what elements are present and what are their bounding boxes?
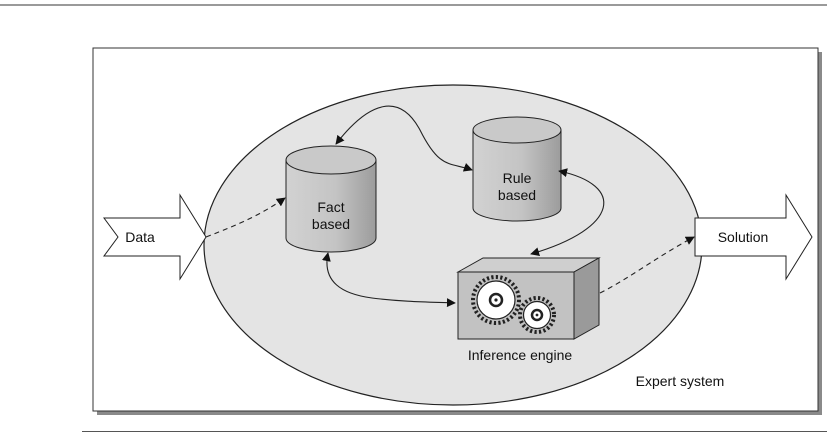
rule-engine-connector (530, 168, 605, 257)
top-rule (0, 4, 827, 6)
data-input-arrow (103, 193, 207, 281)
expert-system-boundary (203, 84, 703, 406)
solution-label: Solution (718, 229, 769, 245)
rule-base-cylinder (472, 116, 562, 222)
solution-output-arrow (694, 193, 813, 281)
engine-to-solution-connector (599, 236, 695, 294)
fact-base-label-line1: Fact (317, 199, 344, 215)
expert-system-label: Expert system (636, 373, 725, 389)
rule-base-label-line1: Rule (503, 170, 532, 186)
data-label: Data (125, 229, 155, 245)
data-to-fact-connector (205, 197, 286, 238)
bottom-rule (82, 431, 827, 432)
fact-base-label-line2: based (312, 216, 350, 232)
inference-engine-box (456, 257, 601, 340)
rule-base-label-line2: based (498, 187, 536, 203)
gears-icon (471, 275, 556, 334)
fact-engine-connector (321, 252, 456, 308)
fact-rule-connector (335, 105, 473, 172)
inference-engine-label: Inference engine (468, 347, 573, 363)
